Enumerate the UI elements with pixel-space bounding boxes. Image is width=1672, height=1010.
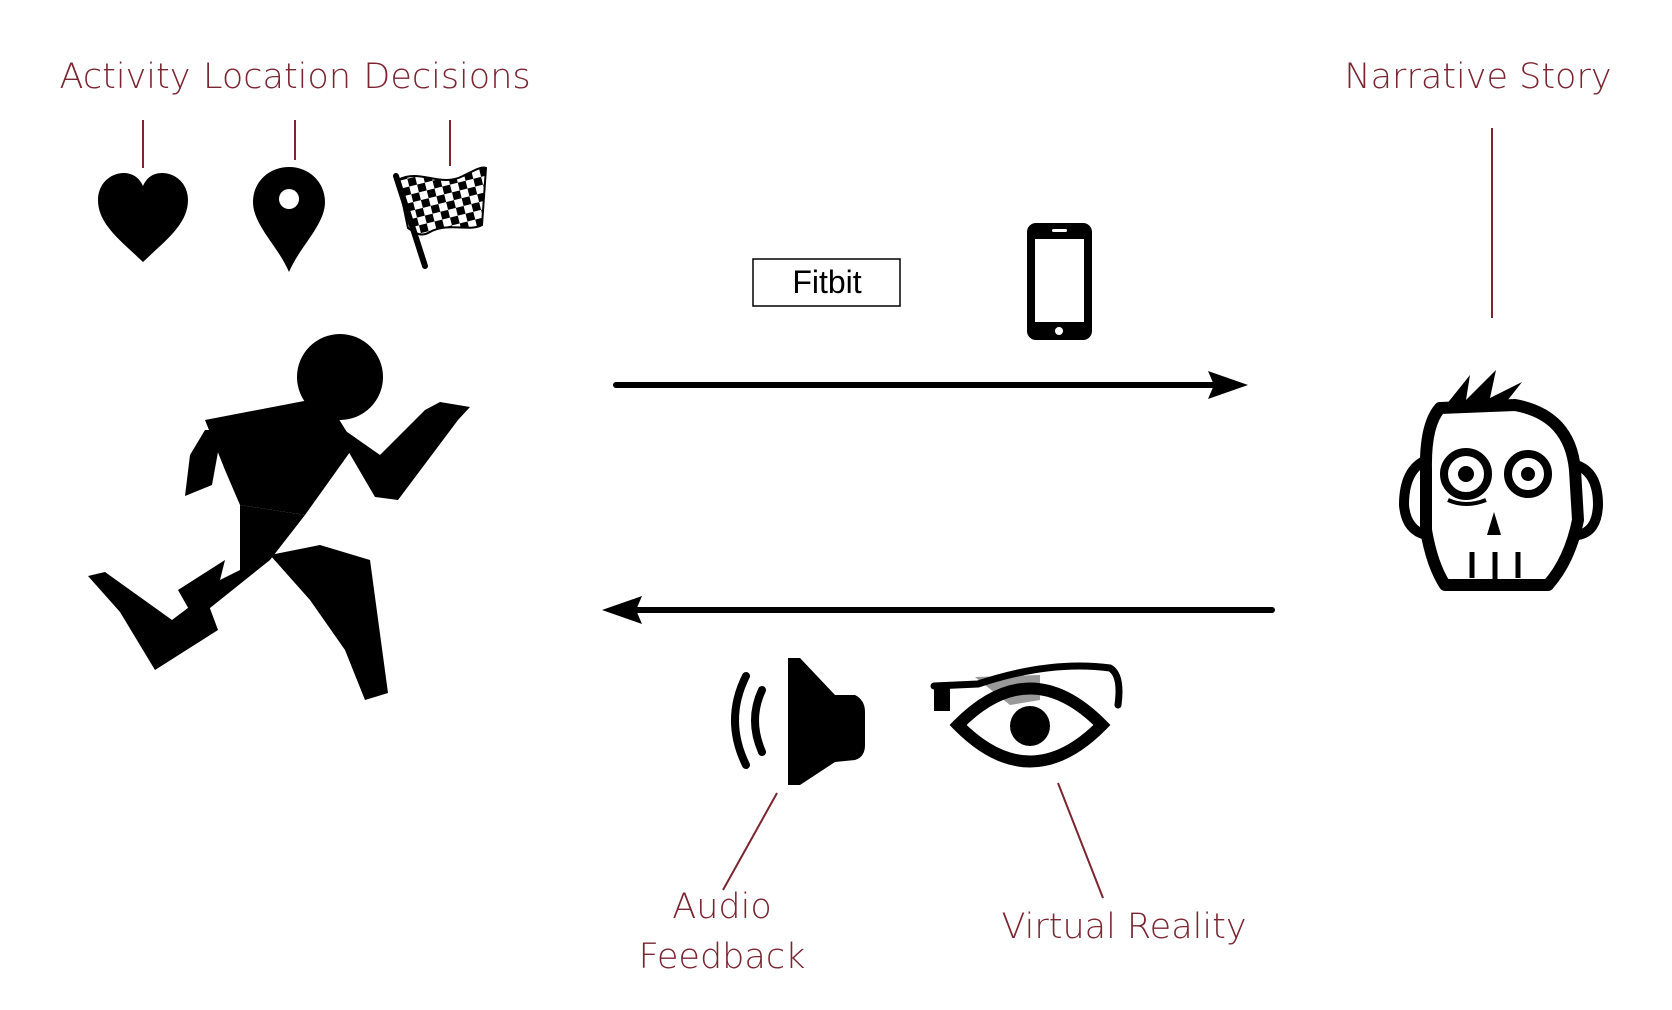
location-label: Location	[203, 57, 351, 97]
vr-connector	[1057, 782, 1104, 899]
zombie-head-icon	[1399, 370, 1603, 591]
fitbit-device: Fitbit	[752, 258, 901, 307]
audio-feedback-label-line2: Feedback	[639, 937, 806, 977]
smartphone-icon	[1027, 223, 1092, 340]
running-person-icon	[88, 334, 470, 700]
checkered-flag-icon	[393, 166, 488, 269]
map-pin-icon	[253, 167, 325, 272]
fitbit-box	[752, 258, 901, 307]
narrative-story-label: Narrative Story	[1344, 57, 1611, 97]
audio-feedback-label-line1: Audio	[672, 887, 771, 927]
arrow-to-story	[613, 371, 1248, 399]
virtual-reality-label: Virtual Reality	[1001, 907, 1246, 947]
decisions-label: Decisions	[363, 57, 530, 97]
heart-icon	[98, 173, 188, 262]
speaker-icon	[731, 658, 865, 785]
fitbit-label: Fitbit	[792, 264, 861, 300]
audio-connector	[722, 792, 778, 891]
activity-label: Activity	[60, 57, 191, 97]
eye-glass-icon	[930, 662, 1123, 768]
arrow-to-runner	[602, 596, 1275, 624]
